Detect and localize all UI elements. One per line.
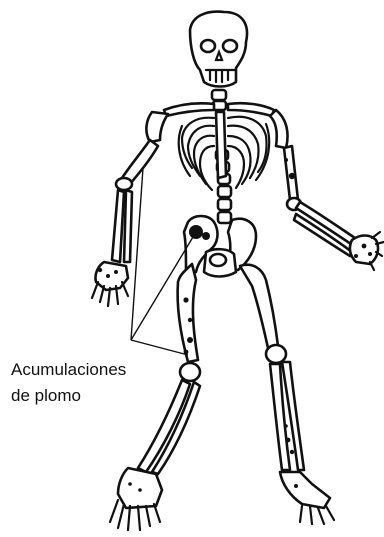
left-foot bbox=[110, 468, 162, 530]
right-hand bbox=[350, 232, 384, 270]
annotation-line-2: de plomo bbox=[11, 383, 191, 409]
annotation-label: Acumulaciones de plomo bbox=[11, 357, 191, 409]
left-arm bbox=[112, 140, 158, 262]
right-foot bbox=[280, 472, 334, 524]
annotation-line-1: Acumulaciones bbox=[11, 357, 191, 383]
right-arm bbox=[284, 146, 358, 256]
left-hand bbox=[92, 262, 128, 306]
right-leg bbox=[240, 265, 304, 470]
skull bbox=[190, 12, 247, 87]
